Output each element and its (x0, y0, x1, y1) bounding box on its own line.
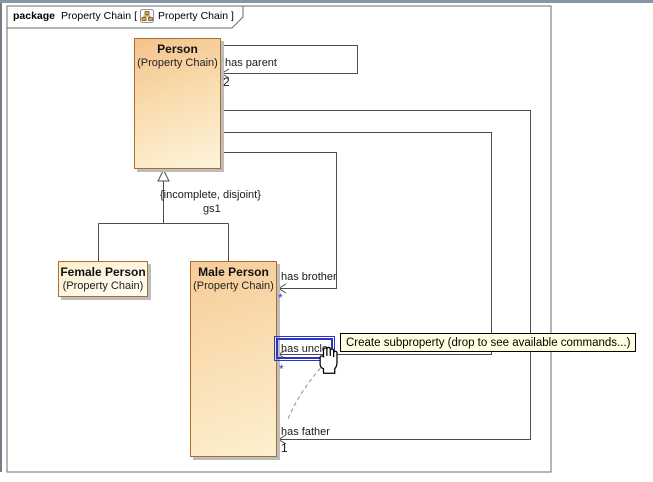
hand-drag-cursor (319, 346, 338, 374)
class-female-person-stereotype: (Property Chain) (62, 280, 144, 292)
class-person-stereotype: (Property Chain) (137, 57, 218, 69)
class-male-person-name: Male Person (198, 265, 269, 279)
frame-package-name: Property Chain (61, 10, 132, 22)
frame-bracket-close: ] (231, 10, 234, 22)
class-diagram-icon (140, 9, 154, 23)
class-female-person-name: Female Person (60, 265, 146, 279)
multiplicity-has-brother[interactable]: * (278, 291, 283, 305)
label-has-brother[interactable]: has brother (281, 271, 337, 283)
class-female-person[interactable]: Female Person (Property Chain) (58, 261, 148, 297)
label-has-father[interactable]: has father (281, 426, 330, 438)
window-top-edge (0, 0, 653, 3)
class-person[interactable]: Person (Property Chain) (134, 38, 221, 169)
generalization-name[interactable]: gs1 (203, 203, 221, 215)
class-person-name: Person (157, 42, 198, 56)
class-male-person-stereotype: (Property Chain) (193, 280, 274, 292)
has-brother-arrowhead (277, 283, 287, 294)
association-has-brother[interactable] (221, 152, 337, 294)
frame-diagram-name: Property Chain (158, 10, 229, 22)
drag-tooltip-text: Create subproperty (drop to see availabl… (346, 336, 631, 349)
association-has-father[interactable] (221, 110, 531, 445)
frame-header: package Property Chain [ Property Chain … (13, 9, 234, 23)
label-has-uncle[interactable]: has uncle (280, 342, 329, 355)
has-father-arrowhead (277, 434, 287, 445)
multiplicity-has-parent[interactable]: 2 (223, 75, 230, 89)
generalization-constraint[interactable]: {incomplete, disjoint} (160, 189, 261, 201)
drag-tooltip: Create subproperty (drop to see availabl… (340, 333, 637, 352)
multiplicity-has-uncle[interactable]: * (279, 362, 284, 376)
panel-left-edge (0, 3, 2, 472)
multiplicity-has-father[interactable]: 1 (281, 441, 288, 455)
association-has-parent[interactable] (220, 45, 358, 79)
class-male-person[interactable]: Male Person (Property Chain) (190, 261, 277, 457)
frame-header-tab-shape (6, 5, 244, 29)
frame-bracket-open: [ (134, 10, 137, 22)
diagram-frame (6, 5, 552, 473)
generalization-links[interactable] (98, 168, 229, 261)
has-parent-arrowhead (220, 68, 230, 79)
generalization-triangle (157, 168, 170, 182)
label-has-parent[interactable]: has parent (225, 57, 277, 69)
frame-keyword: package (13, 10, 56, 22)
